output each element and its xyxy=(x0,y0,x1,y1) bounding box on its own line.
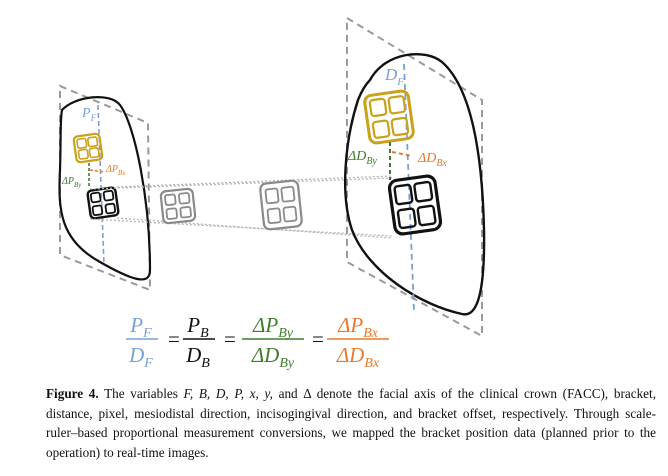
small-tooth-view: PF ΔPBy ΔPBx xyxy=(58,84,152,292)
figure-illustration: PF ΔPBy ΔPBx xyxy=(58,16,486,371)
eq-sign-2: = xyxy=(224,327,236,351)
eq-f2-den: DB xyxy=(185,343,210,371)
label-dpb-y: ΔPBy xyxy=(61,176,82,189)
eq-f3-den: ΔDBy xyxy=(251,343,295,371)
label-ddb-y: ΔDBy xyxy=(347,149,377,167)
eq-f2-num: PB xyxy=(186,313,209,341)
large-tooth-view: DF ΔDBy ΔDBx xyxy=(344,16,486,338)
label-ddb-x: ΔDBx xyxy=(417,151,447,169)
eq-sign-3: = xyxy=(312,327,324,351)
eq-f4-num: ΔPBx xyxy=(337,313,379,341)
eq-sign-1: = xyxy=(168,327,180,351)
small-offset-x xyxy=(89,169,105,173)
eq-f4-den: ΔDBx xyxy=(336,343,380,371)
eq-f1-den: DF xyxy=(128,343,153,371)
large-offset-x xyxy=(391,151,413,157)
label-df-large: DF xyxy=(384,65,404,88)
large-facc-axis xyxy=(403,63,415,313)
caption-label: Figure 4. xyxy=(46,386,99,401)
large-planned-bracket xyxy=(363,89,415,145)
small-tooth-outline xyxy=(58,96,152,281)
eq-f1-num: PF xyxy=(129,313,152,341)
small-planned-bracket xyxy=(72,132,104,164)
small-view-plane xyxy=(59,84,152,292)
eq-f3-num: ΔPBy xyxy=(252,313,294,341)
large-tooth-outline xyxy=(344,53,486,316)
figure-caption: Figure 4. The variables F, B, D, P, x, y… xyxy=(46,384,656,462)
intermediate-bracket-2 xyxy=(259,179,303,231)
large-realtime-bracket xyxy=(387,174,443,236)
intermediate-bracket-1 xyxy=(159,187,197,225)
large-view-plane xyxy=(346,16,483,338)
caption-text-a: The variables xyxy=(104,386,184,401)
label-dpb-x: ΔPBx xyxy=(105,164,126,177)
proportion-equation: PF DF = PB DB = ΔPBy ΔDBy = ΔPBx ΔDBx xyxy=(126,313,389,371)
small-realtime-bracket xyxy=(86,186,120,220)
small-facc-axis xyxy=(97,104,105,266)
caption-text-b: and Δ denote the facial axis of the clin… xyxy=(46,386,656,460)
caption-variables: F, B, D, P, x, y, xyxy=(183,386,273,401)
label-pf-small: PF xyxy=(81,106,97,123)
